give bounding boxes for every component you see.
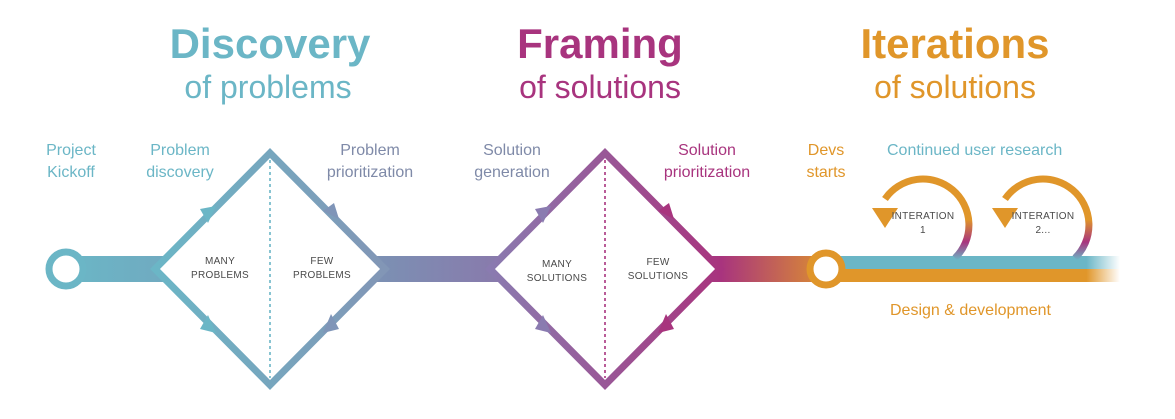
framing-title: Framing (517, 20, 683, 67)
iteration-1-label: INTERATION 1 (892, 210, 955, 238)
label-line: generation (474, 164, 550, 181)
iterations-title: Iterations (860, 20, 1050, 67)
iteration-2-label: INTERATION 2... (1012, 210, 1075, 238)
label-line: MANY (204, 256, 236, 267)
label-line: Devs (807, 142, 845, 159)
solution-prioritization-label: Solution prioritization (664, 140, 750, 184)
label-line: Kickoff (47, 164, 95, 181)
label-line: PROBLEMS (191, 270, 249, 281)
iterations-subtitle: of solutions (874, 69, 1036, 105)
label-line: SOLUTIONS (526, 273, 588, 284)
label-line: FEW (310, 256, 334, 267)
discovery-title: Discovery (169, 20, 371, 67)
label-line: Problem (340, 142, 400, 159)
discovery-subtitle: of problems (184, 69, 352, 105)
label-line: Project (46, 142, 96, 159)
label-line: PROBLEMS (293, 270, 351, 281)
framing-subtitle: of solutions (519, 69, 681, 105)
loop-arrow-icon (992, 208, 1018, 228)
arrow-icon (200, 315, 216, 333)
arrow-icon (323, 314, 339, 333)
few-problems-label: FEW PROBLEMS (293, 255, 351, 283)
problem-prioritization-label: Problem prioritization (327, 140, 413, 184)
continued-research-label: Continued user research (887, 142, 1063, 159)
label-line: INTERATION (891, 211, 955, 222)
label-line: 1 (920, 225, 926, 236)
devs-start-marker (806, 249, 846, 289)
arrow-icon (658, 314, 674, 333)
devs-starts-label: Devs starts (806, 140, 845, 184)
label-line: FEW (646, 257, 670, 268)
label-line: prioritization (663, 164, 751, 181)
iteration-loop-2 (1002, 175, 1093, 261)
label-line: MANY (541, 259, 573, 270)
many-solutions-label: MANY SOLUTIONS (527, 258, 588, 286)
few-solutions-label: FEW SOLUTIONS (628, 256, 689, 284)
design-development-label: Design & development (890, 302, 1051, 319)
label-line: 2... (1035, 225, 1051, 236)
label-line: Problem (150, 142, 210, 159)
label-line: INTERATION (1011, 211, 1075, 222)
project-kickoff-label: Project Kickoff (46, 140, 96, 184)
label-line: prioritization (326, 164, 414, 181)
project-kickoff-marker (45, 248, 87, 290)
label-line: Solution (483, 142, 541, 159)
development-track (835, 269, 1120, 282)
many-problems-label: MANY PROBLEMS (191, 255, 249, 283)
arrow-icon (535, 315, 551, 333)
iteration-loop-1 (882, 175, 973, 261)
problem-discovery-label: Problem discovery (146, 140, 214, 184)
arrow-icon (323, 203, 339, 219)
label-line: SOLUTIONS (627, 271, 689, 282)
label-line: discovery (146, 164, 214, 181)
arrow-icon (200, 206, 216, 223)
research-track (835, 256, 1120, 269)
label-line: Solution (678, 142, 736, 159)
loop-arrow-icon (872, 208, 898, 228)
arrow-icon (535, 206, 551, 223)
solution-generation-label: Solution generation (474, 140, 550, 184)
arrow-icon (658, 203, 674, 219)
label-line: starts (806, 164, 846, 181)
